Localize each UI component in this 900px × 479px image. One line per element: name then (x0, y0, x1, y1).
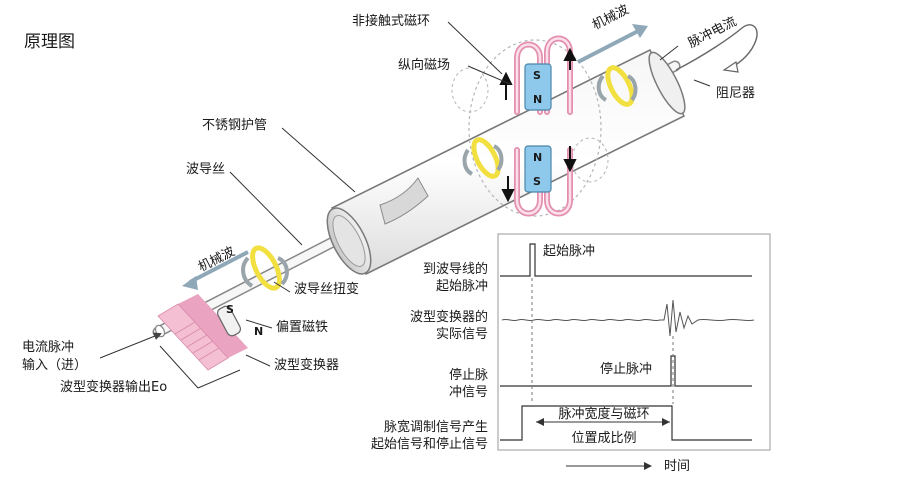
pole-upper-bottom: N (533, 93, 543, 106)
label-waveguide-wire: 波导丝 (186, 162, 226, 177)
label-current-input-2: 输入（进） (22, 358, 88, 373)
pole-bias-n: N (254, 325, 264, 338)
lower-magnet (524, 145, 552, 193)
timing-chart (497, 233, 771, 470)
label-longitudinal-field: 纵向磁场 (398, 58, 451, 73)
label-transducer: 波型变换器 (274, 358, 340, 373)
label-stop-pulse: 停止脉冲 (600, 362, 653, 377)
label-row1-line2: 起始脉冲 (435, 279, 488, 294)
label-current-input-1: 电流脉冲 (22, 340, 75, 355)
label-bias-magnet: 偏置磁铁 (276, 320, 329, 335)
start-pulse-trace (500, 243, 752, 277)
label-row2-line1: 波型变换器的 (409, 310, 488, 325)
pole-bias-s: S (226, 303, 234, 316)
pole-lower-bottom: S (533, 175, 541, 188)
stainless-tube (326, 48, 686, 276)
wave-transducer (157, 294, 248, 371)
wave-arrow-left (182, 250, 249, 290)
label-stainless-tube: 不锈钢护管 (202, 118, 268, 133)
label-row3-line2: 冲信号 (448, 385, 488, 400)
label-non-contact-magnet: 非接触式磁环 (352, 14, 431, 29)
wave-arrow-right (577, 24, 648, 64)
label-row1-line1: 到波导线的 (422, 262, 488, 277)
leader-lines (99, 21, 711, 389)
bias-magnet (216, 305, 242, 337)
label-row3-line1: 停止脉 (448, 368, 488, 383)
pwm-trace (500, 405, 752, 441)
label-row4-line1: 脉宽调制信号产生 (383, 420, 488, 435)
upper-magnet (524, 63, 552, 111)
label-width-line1: 脉冲宽度与磁环 (558, 407, 650, 422)
rotation-arrows (241, 74, 638, 288)
actual-signal-trace (501, 299, 755, 337)
label-start-pulse: 起始脉冲 (543, 244, 596, 259)
torsion-rings (250, 65, 635, 291)
field-arrows (499, 47, 577, 203)
label-transducer-output: 波型变换器输出Eo (60, 380, 168, 395)
pole-lower-top: N (533, 151, 543, 164)
label-wire-twist: 波导丝扭变 (294, 282, 360, 297)
label-damper: 阻尼器 (716, 86, 756, 101)
label-width-line2: 位置成比例 (571, 431, 637, 446)
damper-wire (675, 24, 758, 73)
pole-upper-top: S (533, 69, 541, 82)
label-time-axis: 时间 (664, 459, 691, 474)
label-row2-line2: 实际信号 (435, 327, 488, 342)
label-row4-line2: 起始信号和停止信号 (370, 437, 488, 452)
diagram-title: 原理图 (24, 32, 75, 52)
